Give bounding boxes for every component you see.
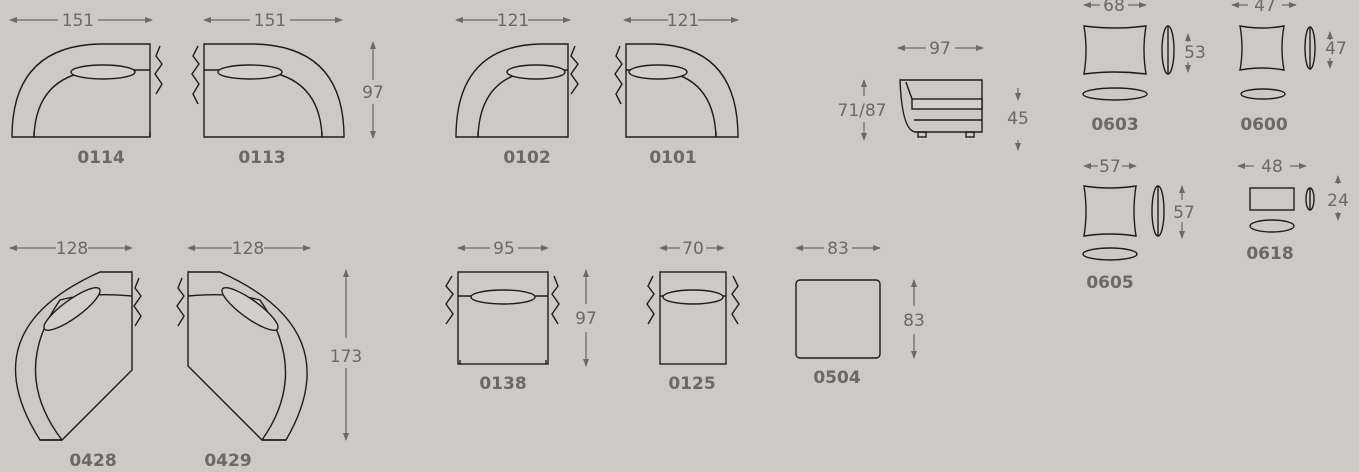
- cushion-0600: 47 47 0600: [1231, 0, 1347, 135]
- height-label: 53: [1184, 43, 1206, 63]
- module-code: 0504: [813, 368, 860, 388]
- module-0102: 121 0102: [455, 11, 579, 168]
- cushion-code: 0600: [1240, 115, 1287, 135]
- cushion-0618: 48 24 0618: [1237, 157, 1349, 264]
- height-label: 97: [362, 83, 384, 103]
- module-0114: 151 0114: [9, 11, 163, 168]
- chair-plan: [646, 271, 740, 365]
- width-label: 121: [667, 11, 699, 31]
- width-label: 48: [1261, 157, 1283, 177]
- module-0428: 128 0428: [9, 239, 142, 471]
- height-label: 97: [575, 309, 597, 329]
- width-label: 95: [493, 239, 515, 259]
- width-label: 151: [62, 11, 94, 31]
- cushion-views: [1249, 187, 1315, 233]
- module-code: 0101: [649, 148, 696, 168]
- cushion-0605: 57 57 0605: [1082, 157, 1195, 293]
- module-code: 0125: [668, 374, 715, 394]
- module-0429: 128 173 0429: [176, 239, 362, 471]
- width-label: 128: [56, 239, 88, 259]
- width-label: 68: [1103, 0, 1125, 16]
- cushion-views: [1239, 25, 1316, 100]
- module-code: 0113: [238, 148, 285, 168]
- cushion-views: [1082, 25, 1175, 101]
- width-label: 97: [929, 39, 951, 59]
- module-code: 0102: [503, 148, 550, 168]
- height-label: 57: [1173, 203, 1195, 223]
- cushion-code: 0603: [1091, 115, 1138, 135]
- side-view: 97 71/87 45: [838, 39, 1029, 151]
- width-label: 121: [497, 11, 529, 31]
- module-0125: 70 0125: [646, 239, 740, 394]
- module-code: 0428: [69, 451, 116, 471]
- corner-sofa-plan: [455, 43, 579, 138]
- height-label: 173: [330, 347, 362, 367]
- height-label: 71/87: [838, 101, 887, 121]
- module-0138: 95 97 0138: [445, 239, 597, 394]
- module-code: 0429: [204, 451, 251, 471]
- module-0113: 151 97 0113: [191, 11, 384, 168]
- corner-sofa-plan: [614, 43, 739, 138]
- seat-height-label: 45: [1007, 109, 1029, 129]
- module-0504: 83 83 0504: [795, 239, 925, 388]
- cushion-0603: 68 53 0603: [1082, 0, 1206, 135]
- module-code: 0138: [479, 374, 526, 394]
- width-label: 151: [254, 11, 286, 31]
- width-label: 128: [232, 239, 264, 259]
- width-label: 70: [682, 239, 704, 259]
- width-label: 57: [1099, 157, 1121, 177]
- height-label: 47: [1325, 39, 1347, 59]
- cushion-views: [1082, 185, 1165, 261]
- height-label: 83: [903, 311, 925, 331]
- module-code: 0114: [77, 148, 124, 168]
- ottoman-plan: [795, 279, 881, 359]
- cushion-code: 0618: [1246, 244, 1293, 264]
- corner-sofa-plan: [191, 43, 345, 138]
- chair-plan: [445, 271, 560, 365]
- curved-sofa-plan: [14, 271, 142, 441]
- cushion-code: 0605: [1086, 273, 1133, 293]
- width-label: 47: [1254, 0, 1276, 16]
- width-label: 83: [827, 239, 849, 259]
- side-elevation-outline: [899, 79, 983, 138]
- curved-sofa-plan: [176, 271, 308, 441]
- corner-sofa-plan: [11, 43, 163, 138]
- module-0101: 121 0101: [614, 11, 739, 168]
- height-label: 24: [1327, 191, 1349, 211]
